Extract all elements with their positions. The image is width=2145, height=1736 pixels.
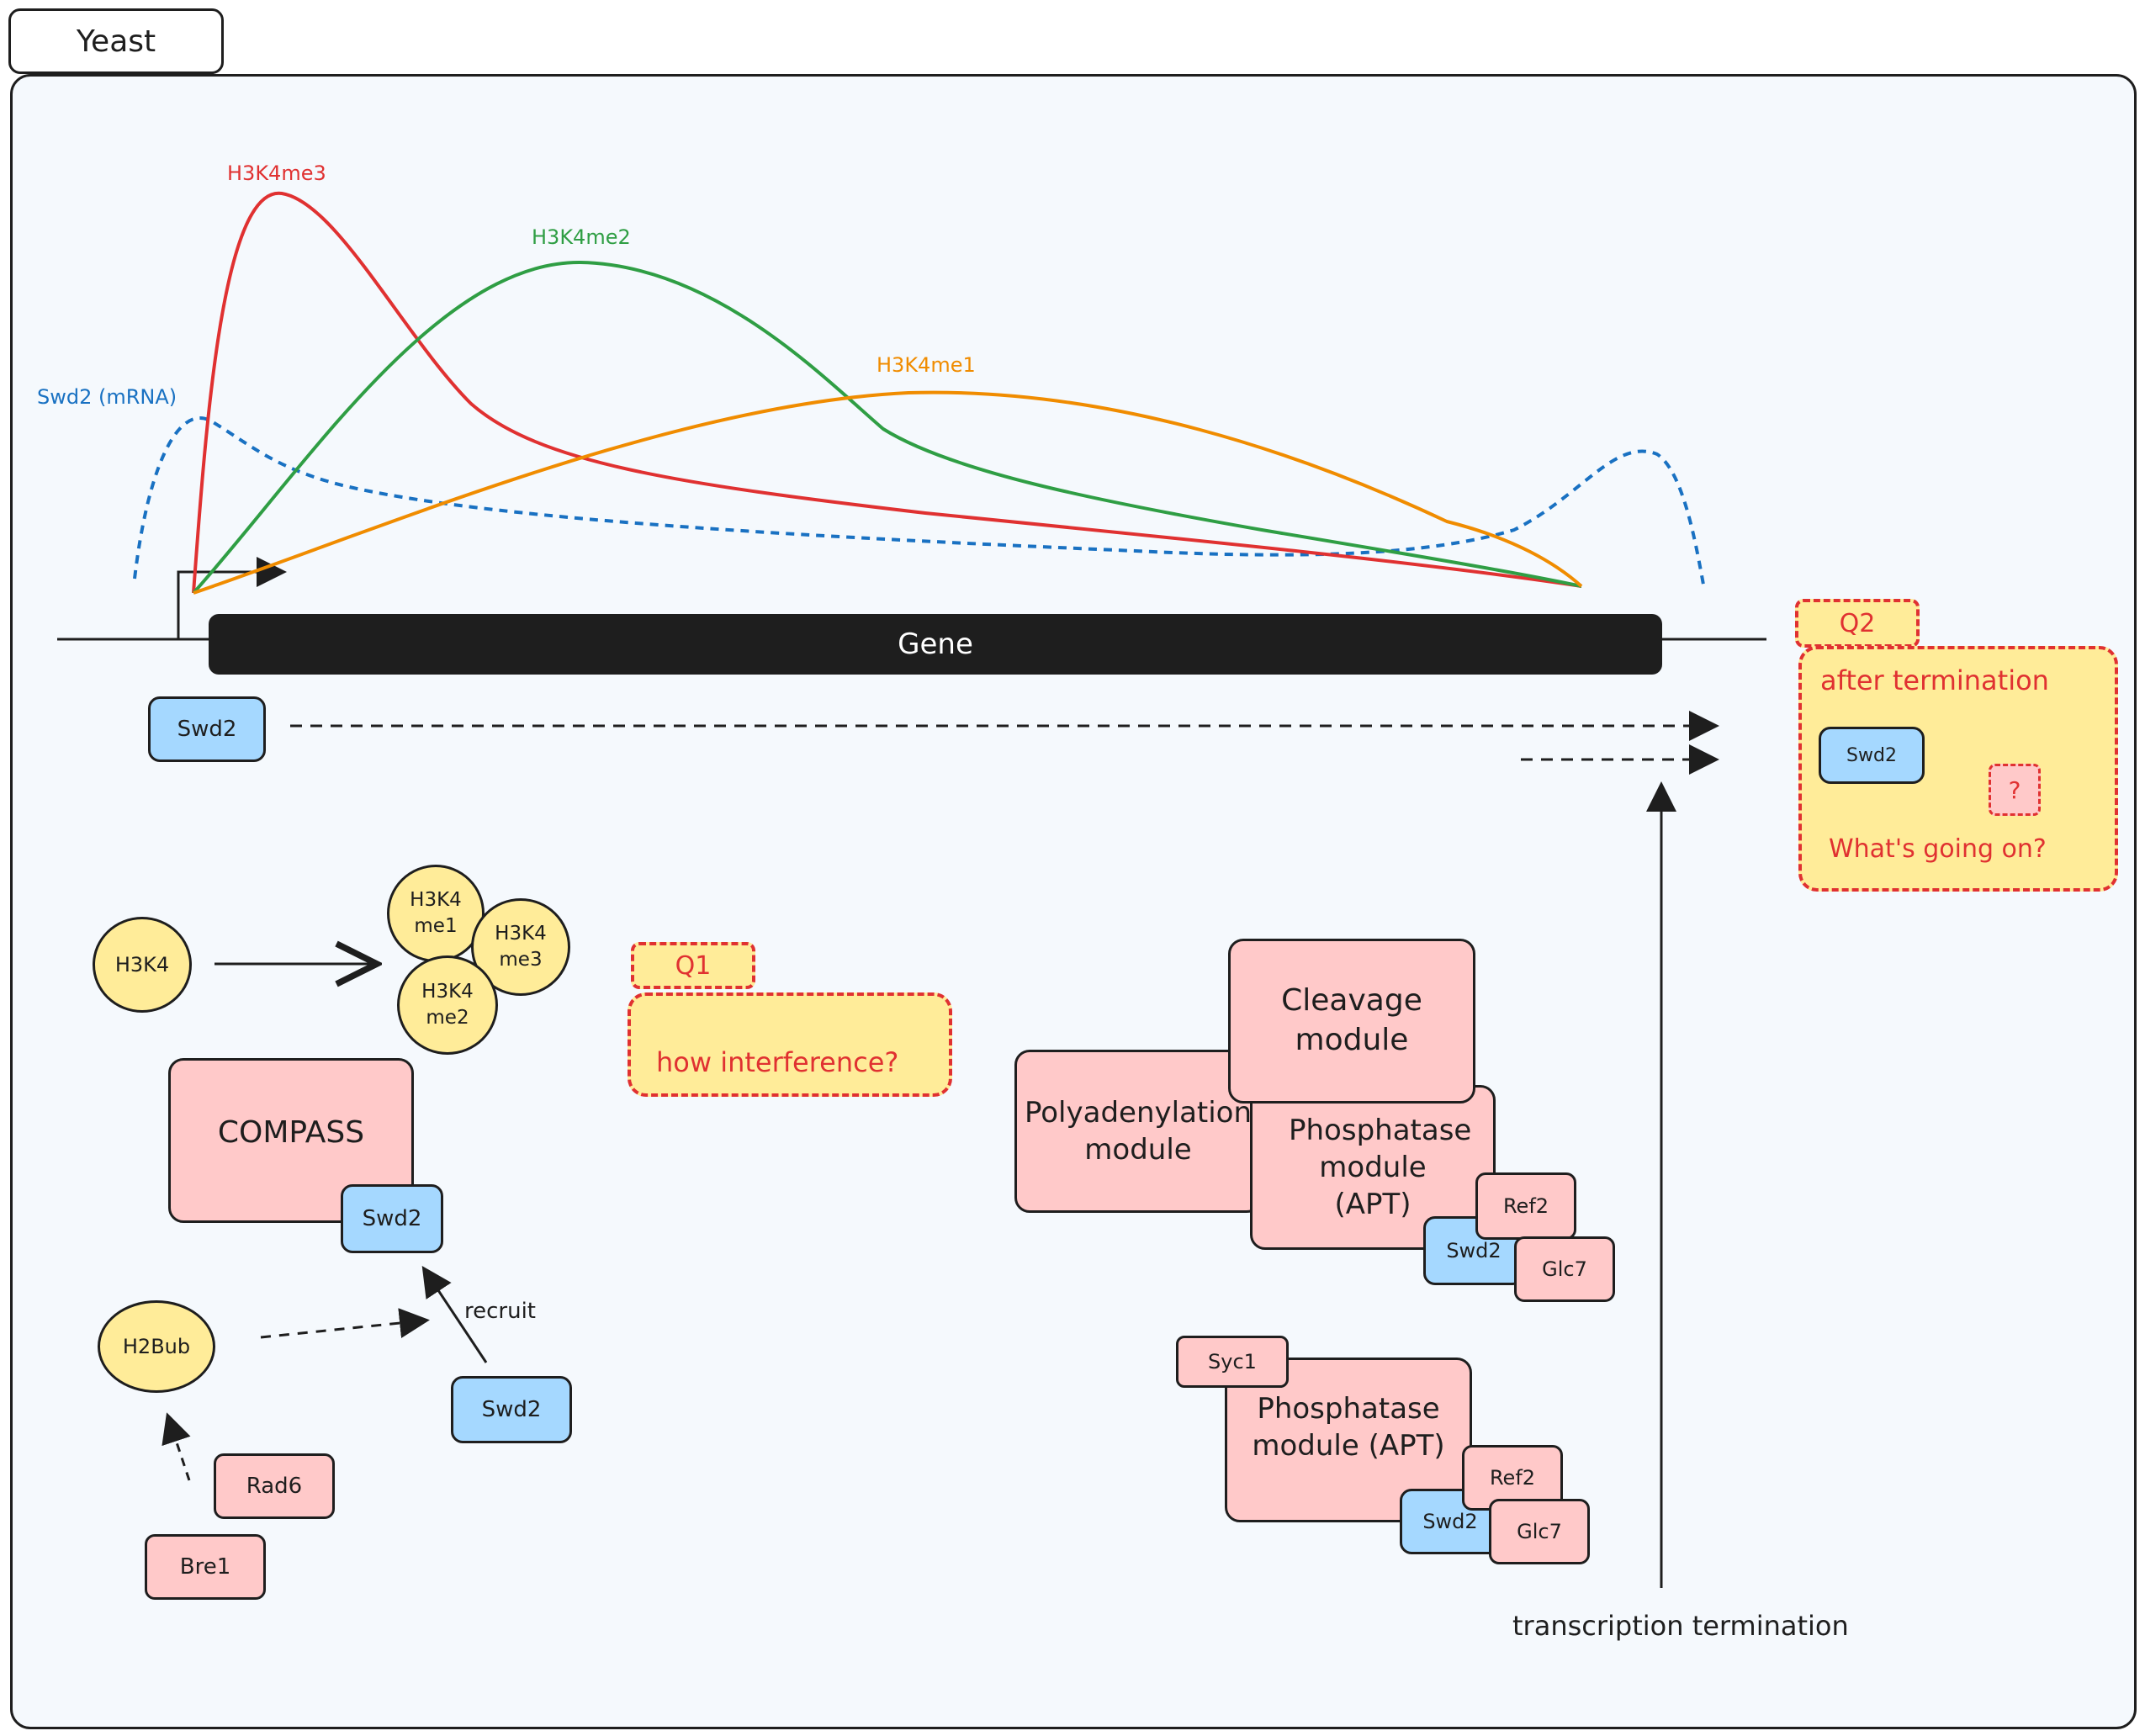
- recruit-arrow: [421, 1266, 488, 1363]
- gene-label: Gene: [898, 627, 973, 661]
- recruit-label: recruit: [464, 1299, 536, 1324]
- q1-box: how interference?: [628, 992, 952, 1097]
- h3k4me2-label: H3K4me2: [532, 225, 631, 249]
- rad6-box: Rad6: [214, 1453, 335, 1519]
- transcription-termination-label: transcription termination: [1512, 1610, 1849, 1642]
- swd2-mrna-label: Swd2 (mRNA): [37, 385, 177, 409]
- h3k4me1-circle: H3K4 me1: [387, 865, 485, 962]
- q2-unknown-box: ?: [1989, 764, 2041, 816]
- cleavage-box: Cleavage module: [1228, 939, 1475, 1104]
- swd2-mrna-curve: [133, 416, 1705, 585]
- apt-syc1-box: Syc1: [1176, 1336, 1289, 1388]
- recruit-swd2-box: Swd2: [451, 1376, 572, 1443]
- tss-arrow: [177, 557, 287, 639]
- h3k4me1-label: H3K4me1: [877, 353, 976, 377]
- q1-text: how interference?: [656, 1046, 899, 1078]
- swd2-track-box: Swd2: [148, 696, 266, 762]
- frame-title-tag: Yeast: [8, 8, 224, 74]
- q2-box: after termination Swd2 ? What's going on…: [1798, 646, 2118, 892]
- h3k4me2-circle: H3K4 me2: [397, 955, 498, 1055]
- h3k4me1-curve: [193, 390, 1583, 595]
- apt-glc7-box: Glc7: [1489, 1499, 1590, 1564]
- gene-bar: Gene: [209, 614, 1662, 675]
- h2bub-arrow: [260, 1308, 430, 1339]
- h3k4me2-curve: [192, 260, 1582, 595]
- q2-title: after termination: [1820, 664, 2049, 696]
- h3k4me3-label: H3K4me3: [227, 161, 326, 185]
- yeast-frame: [10, 74, 2137, 1729]
- h2bub-circle: H2Bub: [98, 1300, 215, 1393]
- rad6-arrow: [162, 1412, 191, 1481]
- cpf-glc7-box: Glc7: [1514, 1236, 1615, 1302]
- compass-swd2-box: Swd2: [341, 1184, 443, 1253]
- polyadenylation-box: Polyadenylation module: [1014, 1050, 1262, 1213]
- frame-title: Yeast: [76, 24, 156, 59]
- cpf-ref2-box: Ref2: [1475, 1172, 1576, 1240]
- q2-question: What's going on?: [1829, 834, 2047, 864]
- q1-tab: Q1: [631, 942, 755, 989]
- q2-swd2-box: Swd2: [1819, 727, 1925, 784]
- h3k4me3-curve: [192, 191, 1582, 594]
- bre1-box: Bre1: [145, 1534, 266, 1600]
- q2-tab: Q2: [1795, 599, 1920, 648]
- h3k4-circle: H3K4: [93, 917, 192, 1013]
